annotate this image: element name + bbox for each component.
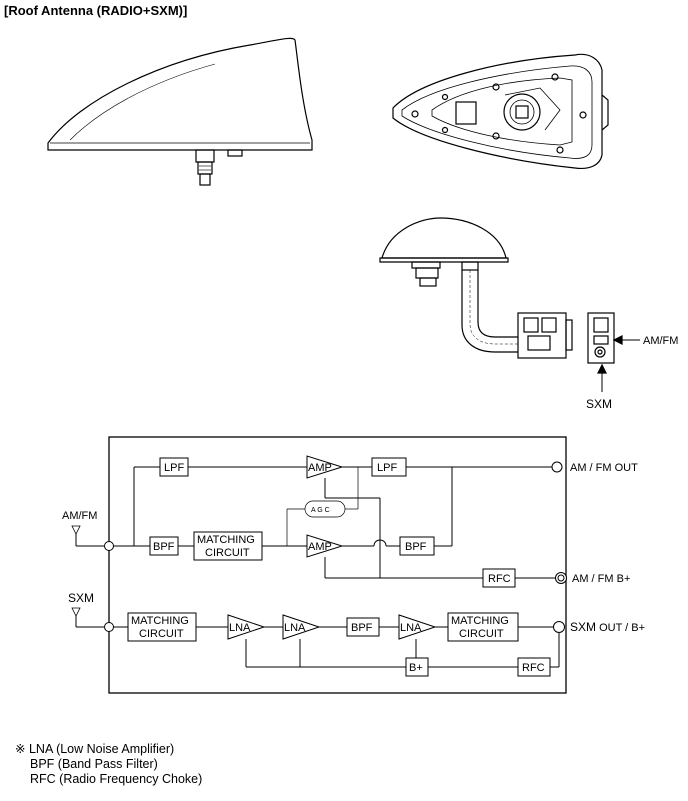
block-lna-1: LNA	[229, 622, 251, 634]
block-matching-3-line1: MATCHING	[451, 615, 509, 627]
diagram-title: [Roof Antenna (RADIO+SXM)]	[4, 3, 188, 18]
block-lna-3: LNA	[400, 622, 422, 634]
block-matching-3-line2: CIRCUIT	[459, 628, 504, 640]
output-sxm: SXM OUT / B+	[570, 620, 645, 634]
block-lpf-mid: LPF	[377, 462, 397, 474]
block-bpf-sxm: BPF	[351, 622, 373, 634]
output-sxm-suffix: OUT / B+	[596, 622, 645, 634]
block-bplus: B+	[409, 662, 423, 674]
block-matching-2-line1: MATCHING	[131, 615, 189, 627]
block-matching-1-line2: CIRCUIT	[205, 547, 250, 559]
output-amfm-bplus: AM / FM B+	[572, 573, 630, 585]
block-matching-2-line2: CIRCUIT	[139, 628, 184, 640]
abbreviation-notes: ※ LNA (Low Noise Amplifier) BPF (Band Pa…	[15, 742, 202, 787]
note-lna: LNA (Low Noise Amplifier)	[28, 742, 175, 756]
block-agc: A G C	[311, 507, 330, 514]
output-sxm-prefix: SXM	[570, 620, 596, 634]
block-bpf-in: BPF	[153, 541, 175, 553]
output-amfm-out: AM / FM OUT	[570, 462, 638, 474]
connector-label-sxm: SXM	[586, 397, 612, 411]
block-lna-2: LNA	[284, 622, 306, 634]
antenna-bottom-view	[392, 53, 609, 170]
block-rfc-sxm: RFC	[522, 662, 545, 674]
block-diagram	[71, 436, 567, 694]
note-lna-line: ※ LNA (Low Noise Amplifier)	[15, 742, 202, 757]
input-label-amfm: AM/FM	[62, 510, 97, 522]
block-lpf-top: LPF	[164, 462, 184, 474]
connector-label-amfm: AM/FM	[643, 335, 678, 347]
block-matching-1-line1: MATCHING	[197, 534, 255, 546]
note-bpf: BPF (Band Pass Filter)	[30, 757, 158, 771]
input-label-sxm: SXM	[68, 591, 94, 605]
note-symbol: ※	[15, 742, 26, 756]
connector-face	[587, 312, 640, 392]
antenna-side-view	[47, 37, 313, 186]
block-amp-top: AMP	[308, 462, 332, 474]
antenna-cable-view	[379, 217, 573, 359]
block-rfc-amfm: RFC	[488, 573, 511, 585]
block-amp-bottom: AMP	[308, 541, 332, 553]
note-rfc: RFC (Radio Frequency Choke)	[30, 772, 203, 786]
block-bpf-mid: BPF	[405, 541, 427, 553]
